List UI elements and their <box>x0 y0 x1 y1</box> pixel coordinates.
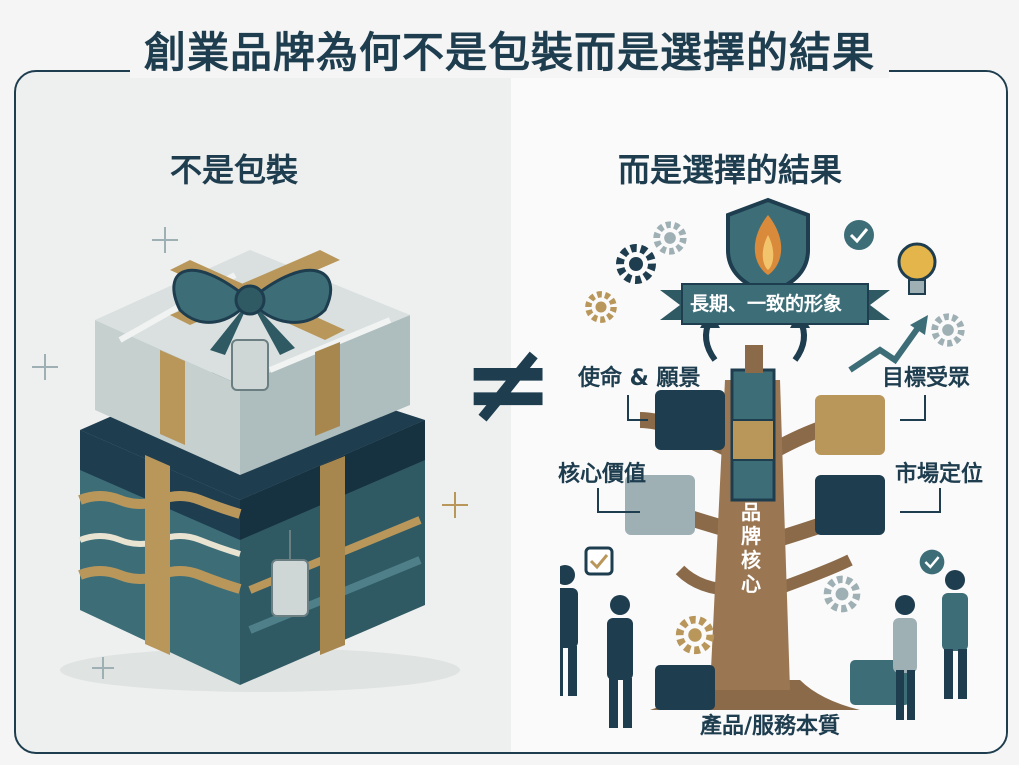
gear-icon <box>653 221 687 255</box>
gear-icon <box>823 575 861 613</box>
banner-label: 長期、一致的形象 <box>690 293 843 315</box>
right-heading: 而是選擇的結果 <box>618 151 843 189</box>
sparkle-icon <box>442 492 468 518</box>
trunk-label: 品牌核心 <box>741 500 761 596</box>
flame-shield-icon <box>726 197 810 295</box>
checkmark-icon <box>844 220 874 250</box>
checkbox-icon <box>584 546 614 576</box>
gift-box-illustration <box>60 250 460 692</box>
label-values: 核心價值 <box>558 462 647 487</box>
gear-icon <box>585 291 617 323</box>
page-title: 創業品牌為何不是包裝而是選擇的結果 <box>129 28 889 78</box>
left-heading: 不是包裝 <box>170 151 299 189</box>
not-equal-symbol: ≠ <box>462 319 555 447</box>
gear-icon <box>616 244 656 284</box>
sparkle-icon <box>32 354 58 380</box>
gear-icon <box>931 313 965 347</box>
gear-icon <box>675 615 715 655</box>
checkmark-icon <box>919 549 945 575</box>
label-mission: 使命 & 願景 <box>578 366 701 391</box>
title-wrap: 創業品牌為何不是包裝而是選擇的結果 <box>0 28 1019 78</box>
sparkle-icon <box>92 657 114 679</box>
brand-tree-illustration <box>560 310 968 728</box>
sparkle-icon <box>152 227 178 253</box>
label-product: 產品/服務本質 <box>700 714 841 739</box>
label-audience: 目標受眾 <box>882 366 971 391</box>
label-positioning: 市場定位 <box>895 462 984 487</box>
banner-ribbon <box>660 283 890 325</box>
lightbulb-icon <box>897 242 937 295</box>
